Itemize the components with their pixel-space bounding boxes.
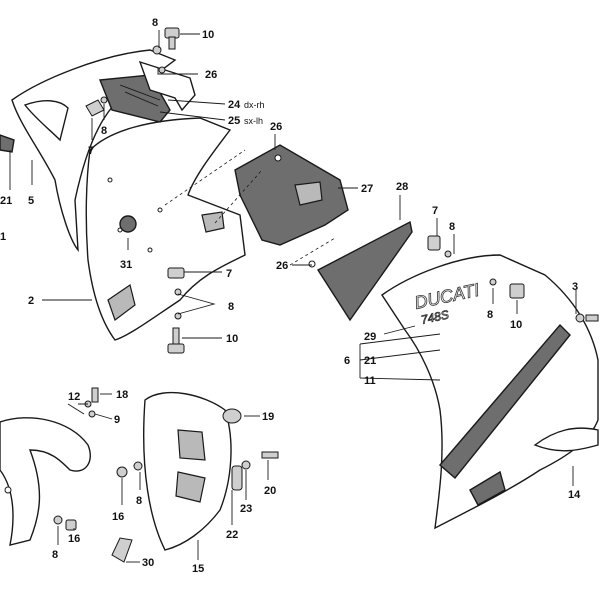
callout-10: 10: [510, 319, 522, 331]
fastener-7-mid: [167, 267, 185, 320]
callout-5: 5: [28, 195, 34, 207]
callout-22: 22: [226, 529, 238, 541]
callout-26: 26: [270, 121, 282, 133]
callout-8: 8: [152, 17, 158, 29]
right-fairing-panel: DUCATI 748S: [381, 254, 599, 530]
callout-12: 12: [68, 391, 80, 403]
callout-19: 19: [262, 411, 274, 423]
fastener-16-bottom-left: [53, 515, 77, 531]
fastener-12-18-9: [84, 387, 99, 418]
callout-7: 7: [226, 268, 232, 280]
callout-10: 10: [202, 29, 214, 41]
fastener-19: [222, 408, 242, 424]
callout-10: 10: [226, 333, 238, 345]
callout-8: 8: [449, 221, 455, 233]
callout-24: 24: [228, 99, 241, 111]
callout-11: 11: [364, 375, 376, 387]
callout-2: 2: [28, 295, 34, 307]
fastener-3-right: [575, 313, 599, 323]
callout-18: 18: [116, 389, 128, 401]
clip-30: [111, 537, 133, 563]
fastener-10-right: [489, 278, 525, 299]
callout-31: 31: [120, 259, 132, 271]
callout-21: 21: [364, 355, 376, 367]
callout-8: 8: [487, 309, 493, 321]
callout-27: 27: [361, 183, 373, 195]
fastener-16-8-mid: [116, 461, 143, 478]
fastener-22-23: [231, 460, 251, 491]
callout-labels: 8 10 26 24 dx-rh 25 sx-lh 8 7 26 27 28 2…: [0, 17, 581, 575]
callout-24-side: dx-rh: [244, 100, 265, 110]
callout-15: 15: [192, 563, 204, 575]
callout-26: 26: [276, 260, 288, 272]
callout-7: 7: [88, 145, 94, 157]
fastener-10-lower: [167, 327, 185, 354]
callout-26: 26: [205, 69, 217, 81]
left-edge-fairing-fragment: [0, 134, 15, 153]
callout-8: 8: [101, 125, 107, 137]
grommet-31: [119, 215, 137, 233]
callout-3: 3: [572, 281, 578, 293]
callout-8: 8: [228, 301, 234, 313]
fastener-20: [261, 451, 279, 459]
fastener-10-top: [152, 27, 180, 74]
callout-6: 6: [344, 355, 350, 367]
bracket-24-25: [99, 60, 196, 123]
lower-panel-15: [143, 392, 232, 551]
callout-14: 14: [568, 489, 581, 501]
callout-16: 16: [112, 511, 124, 523]
assembly-guide-lines: [164, 149, 336, 266]
callout-29: 29: [364, 331, 376, 343]
callout-21: 21: [0, 195, 12, 207]
triangle-panel-28: [308, 220, 413, 322]
callout-7: 7: [432, 205, 438, 217]
callout-9: 9: [114, 414, 120, 426]
callout-30: 30: [142, 557, 154, 569]
callout-20: 20: [264, 485, 276, 497]
fairing-decal-model: 748S: [420, 307, 450, 327]
front-mudguard-piece: [0, 417, 91, 546]
callout-28: 28: [396, 181, 408, 193]
callout-23: 23: [240, 503, 252, 515]
callout-8: 8: [136, 495, 142, 507]
callout-16: 16: [68, 533, 80, 545]
fastener-7-right: [427, 235, 452, 258]
callout-1: 1: [0, 231, 6, 243]
leader-lines: [9, 30, 577, 563]
inner-cover-27: [234, 144, 349, 246]
left-fairing-panel: [11, 49, 246, 341]
callout-25: 25: [228, 115, 240, 127]
callout-8: 8: [52, 549, 58, 561]
callout-25-side: sx-lh: [244, 116, 263, 126]
